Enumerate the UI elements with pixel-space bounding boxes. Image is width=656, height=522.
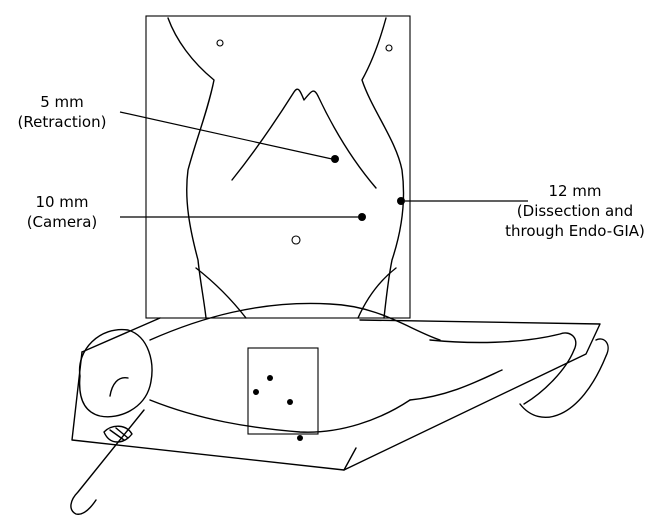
port-5mm-dot bbox=[331, 155, 339, 163]
label-10mm-purpose: (Camera) bbox=[6, 212, 118, 232]
nipple-right bbox=[386, 45, 392, 51]
label-10mm-size: 10 mm bbox=[6, 192, 118, 212]
leader-5mm bbox=[120, 112, 332, 159]
groin-right bbox=[358, 268, 396, 318]
label-5mm: 5 mm (Retraction) bbox=[6, 92, 118, 132]
label-12mm: 12 mm (Dissection and through Endo-GIA) bbox=[500, 181, 650, 241]
nipple-left bbox=[217, 40, 223, 46]
label-12mm-size: 12 mm bbox=[500, 181, 650, 201]
label-5mm-size: 5 mm bbox=[6, 92, 118, 112]
torso-right-contour bbox=[362, 18, 404, 318]
costal-margin bbox=[232, 89, 376, 188]
port-10mm-dot bbox=[358, 213, 366, 221]
patient-figure bbox=[71, 303, 608, 514]
label-12mm-purpose-1: (Dissection and bbox=[500, 201, 650, 221]
port-12mm-dot bbox=[397, 197, 405, 205]
torso-left-contour bbox=[168, 18, 214, 318]
umbilicus bbox=[292, 236, 300, 244]
label-12mm-purpose-2: through Endo-GIA) bbox=[500, 221, 650, 241]
label-10mm: 10 mm (Camera) bbox=[6, 192, 118, 232]
label-5mm-purpose: (Retraction) bbox=[6, 112, 118, 132]
